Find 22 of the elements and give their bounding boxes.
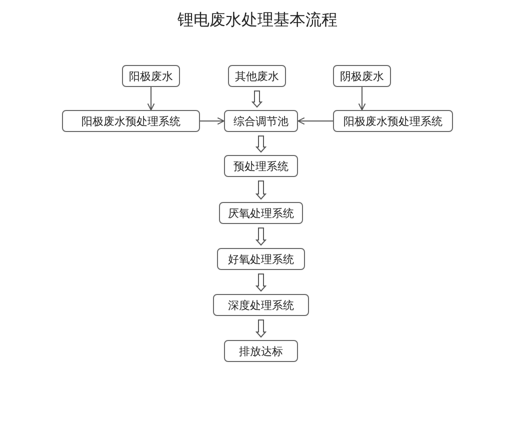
hollow-arrow bbox=[255, 228, 267, 246]
arrow bbox=[200, 117, 224, 125]
hollow-arrow bbox=[255, 180, 267, 200]
arrow bbox=[358, 86, 366, 110]
arrow bbox=[147, 86, 155, 110]
process-box: 厌氧处理系统 bbox=[219, 202, 303, 224]
process-box: 阳极废水预处理系统 bbox=[333, 110, 453, 132]
process-box: 预处理系统 bbox=[224, 155, 298, 177]
process-box: 排放达标 bbox=[224, 340, 298, 362]
arrow bbox=[298, 117, 334, 125]
process-box: 深度处理系统 bbox=[213, 294, 309, 316]
process-box: 阴极废水 bbox=[333, 65, 391, 87]
hollow-arrow bbox=[255, 136, 267, 153]
diagram-title: 锂电废水处理基本流程 bbox=[176, 10, 338, 31]
process-box: 阳极废水 bbox=[122, 65, 180, 87]
hollow-arrow bbox=[255, 320, 267, 338]
process-box: 综合调节池 bbox=[224, 110, 298, 132]
process-box: 好氧处理系统 bbox=[217, 248, 305, 270]
hollow-arrow bbox=[251, 90, 263, 108]
process-box: 阳极废水预处理系统 bbox=[62, 110, 200, 132]
process-box: 其他废水 bbox=[228, 65, 286, 87]
hollow-arrow bbox=[255, 274, 267, 292]
